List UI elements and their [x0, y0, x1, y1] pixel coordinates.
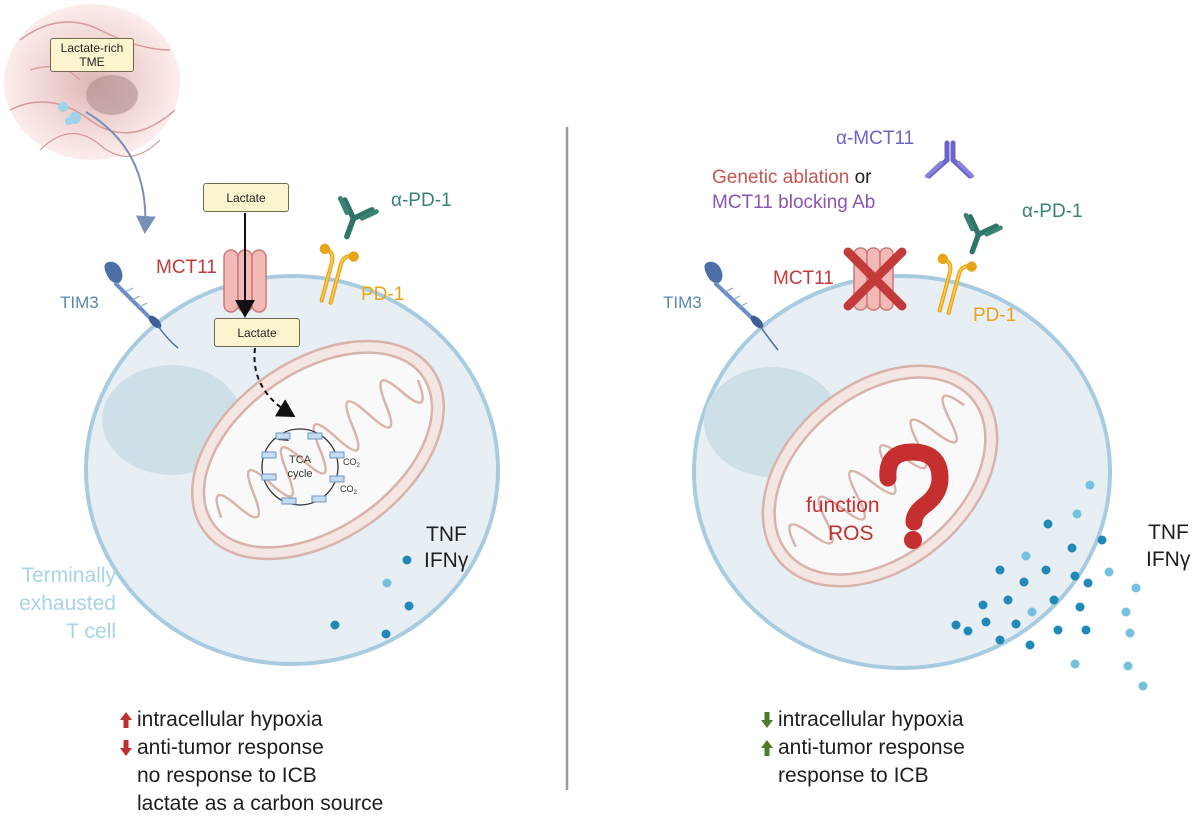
cell-type-label: Terminally exhausted T cell [19, 564, 116, 643]
mitochondrion-left [190, 339, 446, 561]
cytokine-tnf-left: TNF [426, 523, 467, 546]
tim3-label-left: TIM3 [60, 293, 99, 312]
down-arrow-icon [115, 739, 137, 757]
co2-label-2: CO2 [340, 484, 358, 496]
anti-pd1-label-right: α-PD-1 [1022, 201, 1083, 222]
pd1-label-left: PD-1 [361, 284, 405, 305]
anti-mct11-label: α-MCT11 [836, 128, 915, 149]
outcomes-right: intracellular hypoxia anti-tumor respons… [756, 706, 965, 790]
cytokine-dots-right [951, 480, 1148, 691]
tca-label-line2: cycle [287, 468, 312, 480]
cytokine-dots-left [330, 555, 414, 639]
co2-label-1: CO2 [343, 457, 361, 469]
tumor-icon [4, 4, 180, 160]
anti-pd1-antibody-left [329, 198, 377, 243]
anti-pd1-antibody-right [955, 215, 1001, 258]
ablation-label: Genetic ablation or [712, 167, 872, 188]
outcome-row: intracellular hypoxia [756, 706, 965, 734]
outcome-row: no response to ICB [137, 764, 317, 787]
tim3-receptor-right [704, 261, 779, 351]
blocked-x-icon [843, 247, 907, 311]
tca-cycle: TCA cycle CO2 CO2 [261, 428, 361, 506]
blocking-ab-label: MCT11 blocking Ab [712, 192, 876, 213]
mct11-label-left: MCT11 [156, 257, 217, 278]
mito-function-label: function [806, 494, 880, 517]
outcomes-left: intracellular hypoxia anti-tumor respons… [115, 706, 383, 818]
tca-label-line1: TCA [289, 454, 312, 466]
tme-arrow [85, 111, 156, 234]
mito-ros-label: ROS [828, 522, 874, 545]
outcome-row: anti-tumor response [115, 734, 383, 762]
up-arrow-icon [756, 739, 778, 757]
outcome-row: intracellular hypoxia [115, 706, 383, 734]
anti-mct11-antibody [925, 140, 974, 179]
outcome-row: response to ICB [778, 764, 929, 787]
anti-pd1-label-left: α-PD-1 [391, 190, 452, 211]
cytokine-tnf-right: TNF [1148, 521, 1189, 544]
lactate-inside-label: Lactate [214, 318, 300, 347]
pd1-label-right: PD-1 [973, 305, 1017, 326]
cytokine-ifng-right: IFNγ [1146, 548, 1191, 571]
lactate-dashed-arrow [253, 347, 296, 418]
lactate-outside-label: Lactate [203, 183, 289, 212]
outcome-row: anti-tumor response [756, 734, 965, 762]
cytokine-ifng-left: IFNγ [424, 549, 469, 572]
tim3-receptor-left [104, 261, 179, 349]
mct11-label-right: MCT11 [773, 268, 834, 289]
question-mark-icon [879, 443, 949, 549]
outcome-row: lactate as a carbon source [137, 792, 384, 815]
down-arrow-icon [756, 711, 778, 729]
tim3-label-right: TIM3 [663, 293, 702, 312]
up-arrow-icon [115, 711, 137, 729]
